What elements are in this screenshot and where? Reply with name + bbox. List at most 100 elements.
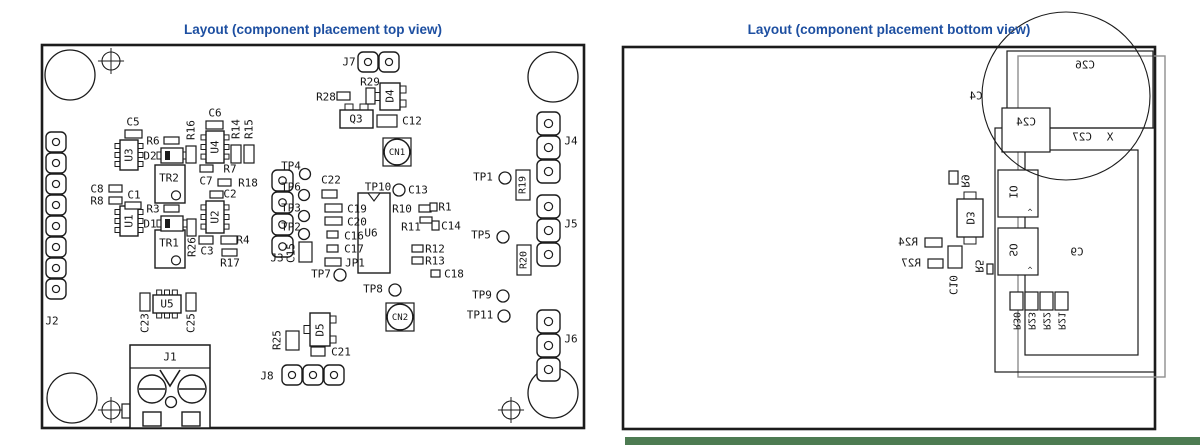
r22-label: R22	[1041, 312, 1052, 330]
r24-label: R24	[898, 236, 918, 249]
r9-label: R9	[959, 174, 972, 187]
j6-label: J6	[564, 333, 577, 346]
j4-connector	[536, 111, 561, 184]
r15-label: R15	[243, 119, 256, 139]
r19-body	[515, 169, 531, 201]
c16-pad	[326, 230, 339, 239]
r22-pad	[1039, 291, 1054, 311]
c8-pad	[108, 184, 123, 193]
c14-pad	[431, 220, 440, 231]
jp1-label: JP1	[345, 257, 365, 270]
r20-label: R20	[519, 251, 530, 269]
tp5-label: TP5	[471, 229, 491, 242]
r11-pad	[419, 216, 433, 224]
tp5-point	[496, 230, 510, 244]
r29-pad	[365, 87, 376, 105]
c24-outline	[1001, 107, 1051, 153]
u4-body	[200, 130, 230, 164]
tp3-point	[297, 209, 311, 223]
c8-label: C8	[90, 183, 103, 196]
c17-pad	[326, 244, 339, 253]
c12-pad	[376, 114, 398, 128]
c3-pad	[198, 235, 214, 245]
r1-pad	[429, 202, 438, 212]
d2-label: D2	[143, 150, 156, 163]
j6-connector	[536, 309, 561, 382]
r28-pad	[336, 91, 351, 101]
c19-label: C19	[347, 203, 367, 216]
tp10-point	[392, 183, 406, 197]
r5-pad	[986, 263, 994, 275]
r9-pad	[948, 170, 959, 185]
tp11-label: TP11	[467, 309, 494, 322]
c23-pad	[139, 292, 151, 312]
d5-body	[303, 312, 337, 347]
c5-label: C5	[126, 116, 139, 129]
c12-label: C12	[402, 115, 422, 128]
r17-label: R17	[220, 257, 240, 270]
r14-pad	[230, 144, 242, 164]
r5-label: R5	[973, 259, 986, 272]
r27-label: R27	[901, 257, 921, 270]
u3-body	[114, 139, 144, 171]
module-outline	[994, 127, 1156, 373]
mounting-hole-tl	[44, 49, 96, 101]
u2-body	[200, 200, 230, 234]
u6-label: U6	[364, 227, 377, 240]
r23-pad	[1024, 291, 1039, 311]
r19-label: R19	[518, 176, 529, 194]
j3-label: J3	[270, 252, 283, 265]
j2-connector	[45, 131, 67, 300]
u3-label: U3	[123, 148, 136, 161]
c1-pad	[124, 201, 142, 210]
tp2-label: TP2	[281, 221, 301, 234]
c2-pad	[209, 190, 224, 199]
r13-label: R13	[425, 255, 445, 268]
c10-pad	[947, 245, 963, 269]
c15-pad	[298, 241, 313, 263]
x-mark-label: X	[1107, 131, 1114, 144]
r16-label: R16	[185, 120, 198, 140]
r18-label: R18	[238, 177, 258, 190]
cn2-label: CN2	[392, 313, 408, 323]
c19-pad	[324, 203, 343, 213]
tr1-label: TR1	[159, 237, 179, 250]
r16-pad	[185, 145, 197, 164]
tp7-label: TP7	[311, 268, 331, 281]
c20-pad	[324, 216, 343, 226]
io-pin1-mark: ^	[1028, 208, 1033, 217]
j5-label: J5	[564, 218, 577, 231]
j7-connector	[357, 51, 400, 73]
d3-body	[956, 191, 984, 245]
r12-pad	[411, 244, 424, 253]
r28-label: R28	[316, 91, 336, 104]
c6-label: C6	[208, 107, 221, 120]
c25-label: C25	[185, 313, 198, 333]
r25-label: R25	[271, 330, 284, 350]
r3-pad	[163, 204, 180, 213]
r26-label: R26	[186, 237, 199, 257]
c4-label: C4	[969, 90, 983, 103]
c6-pad	[205, 120, 224, 130]
d3-label: D3	[964, 211, 977, 224]
d4-body	[373, 82, 407, 111]
j5-connector	[536, 194, 561, 267]
u5-body	[152, 289, 182, 319]
r4-label: R4	[236, 234, 250, 247]
c24-label: C24	[1016, 116, 1036, 129]
d5-label: D5	[314, 323, 327, 336]
u5-label: U5	[160, 298, 173, 311]
r10-pad	[418, 204, 432, 213]
cn1-body	[382, 137, 412, 167]
c17-label: C17	[344, 243, 364, 256]
r6-pad	[163, 136, 180, 145]
tp2-point	[297, 227, 311, 241]
c20-label: C20	[347, 216, 367, 229]
j2-label: J2	[45, 315, 58, 328]
tp6-point	[297, 188, 311, 202]
d1-body	[156, 215, 188, 232]
j8-connector	[281, 364, 345, 386]
c1-label: C1	[127, 189, 140, 202]
u6-body	[357, 192, 391, 274]
